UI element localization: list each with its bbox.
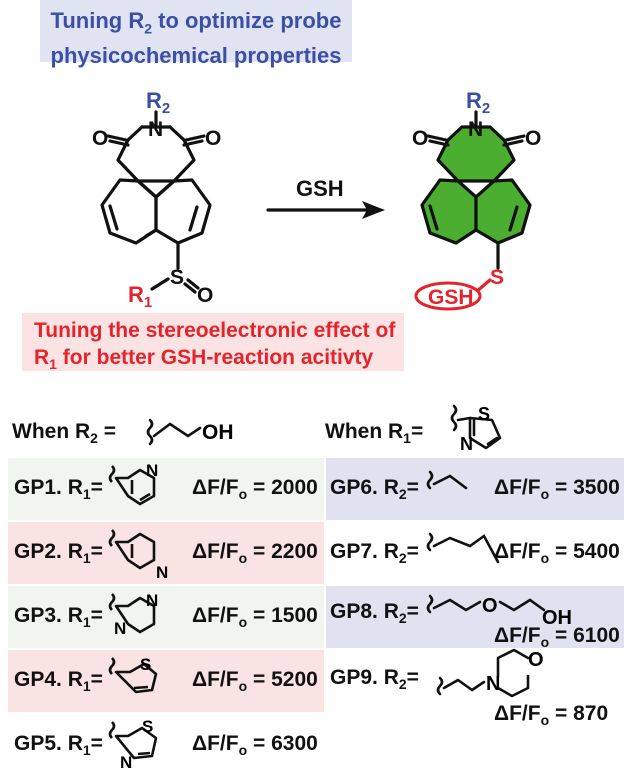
gp5-row: GP5. R1= S N ΔF/Fo = 6300 (8, 714, 324, 776)
ethyl-structure (426, 470, 468, 490)
gp1-row: GP1. R1= N ΔF/Fo = 2000 (8, 458, 324, 520)
svg-text:O: O (412, 127, 428, 150)
svg-text:N: N (148, 118, 163, 141)
svg-text:R1: R1 (128, 282, 152, 311)
svg-text:O: O (197, 284, 213, 307)
svg-text:O: O (482, 595, 498, 617)
morpholinoethyl-structure: O N (436, 648, 544, 698)
svg-text:N: N (460, 434, 473, 454)
svg-text:S: S (478, 404, 490, 424)
svg-text:O: O (205, 127, 221, 150)
svg-text:N: N (114, 619, 126, 638)
svg-text:OH: OH (202, 421, 234, 444)
r1-tuning-callout: Tuning the stereoelectronic effect of R1… (22, 313, 404, 372)
svg-text:R2: R2 (146, 88, 170, 117)
svg-text:N: N (146, 591, 158, 610)
svg-text:N: N (156, 563, 168, 582)
pyridin-2-yl-structure: N (108, 461, 158, 506)
svg-text:O: O (525, 127, 541, 150)
svg-text:N: N (120, 753, 132, 772)
header-thiazole-structure: S N (450, 404, 502, 454)
gp3-row: GP3. R1= N N ΔF/Fo = 1500 (8, 586, 324, 648)
thiazol-2-yl-structure: S N (108, 717, 158, 772)
gp2-row: GP2. R1= N ΔF/Fo = 2200 (8, 522, 324, 584)
right-series-header: When R1= (325, 420, 424, 447)
gp4-row: GP4. R1= S ΔF/Fo = 5200 (8, 650, 324, 712)
gp7-row: GP7. R2= ΔF/Fo = 5400 (326, 522, 624, 584)
svg-text:S: S (490, 266, 504, 289)
svg-text:R2: R2 (466, 88, 490, 117)
svg-text:OH: OH (542, 607, 572, 629)
gp6-row: GP6. R2= ΔF/Fo = 3500 (326, 458, 624, 520)
reaction-scheme: R2 N O O S O R1 GSH R2 N O O S GSH (92, 88, 541, 311)
hydroxyethyl-structure: OH (146, 418, 234, 446)
svg-text:S: S (170, 266, 184, 289)
butyl-structure (426, 532, 500, 564)
thiophen-2-yl-structure: S (108, 655, 158, 694)
svg-text:S: S (140, 655, 151, 674)
r2-tuning-callout: Tuning R2 to optimize probe physicochemi… (40, 0, 352, 68)
svg-text:O: O (528, 649, 544, 671)
svg-text:N: N (146, 461, 158, 480)
svg-text:N: N (468, 118, 483, 141)
svg-text:O: O (92, 127, 108, 150)
pyridin-4-yl-structure: N (108, 529, 168, 582)
svg-text:GSH: GSH (296, 176, 344, 201)
svg-text:S: S (142, 717, 153, 736)
gp9-row: GP9. R2= O N ΔF/Fo = 870 (326, 648, 624, 728)
gp8-row: GP8. R2= O OH ΔF/Fo = 6100 (326, 586, 624, 650)
svg-text:GSH: GSH (428, 286, 474, 309)
left-series-header: When R2 = (12, 420, 117, 447)
methoxyethoxy-structure: O OH (426, 594, 572, 629)
pyrimidin-2-yl-structure: N N (108, 591, 158, 638)
svg-text:N: N (486, 673, 500, 695)
